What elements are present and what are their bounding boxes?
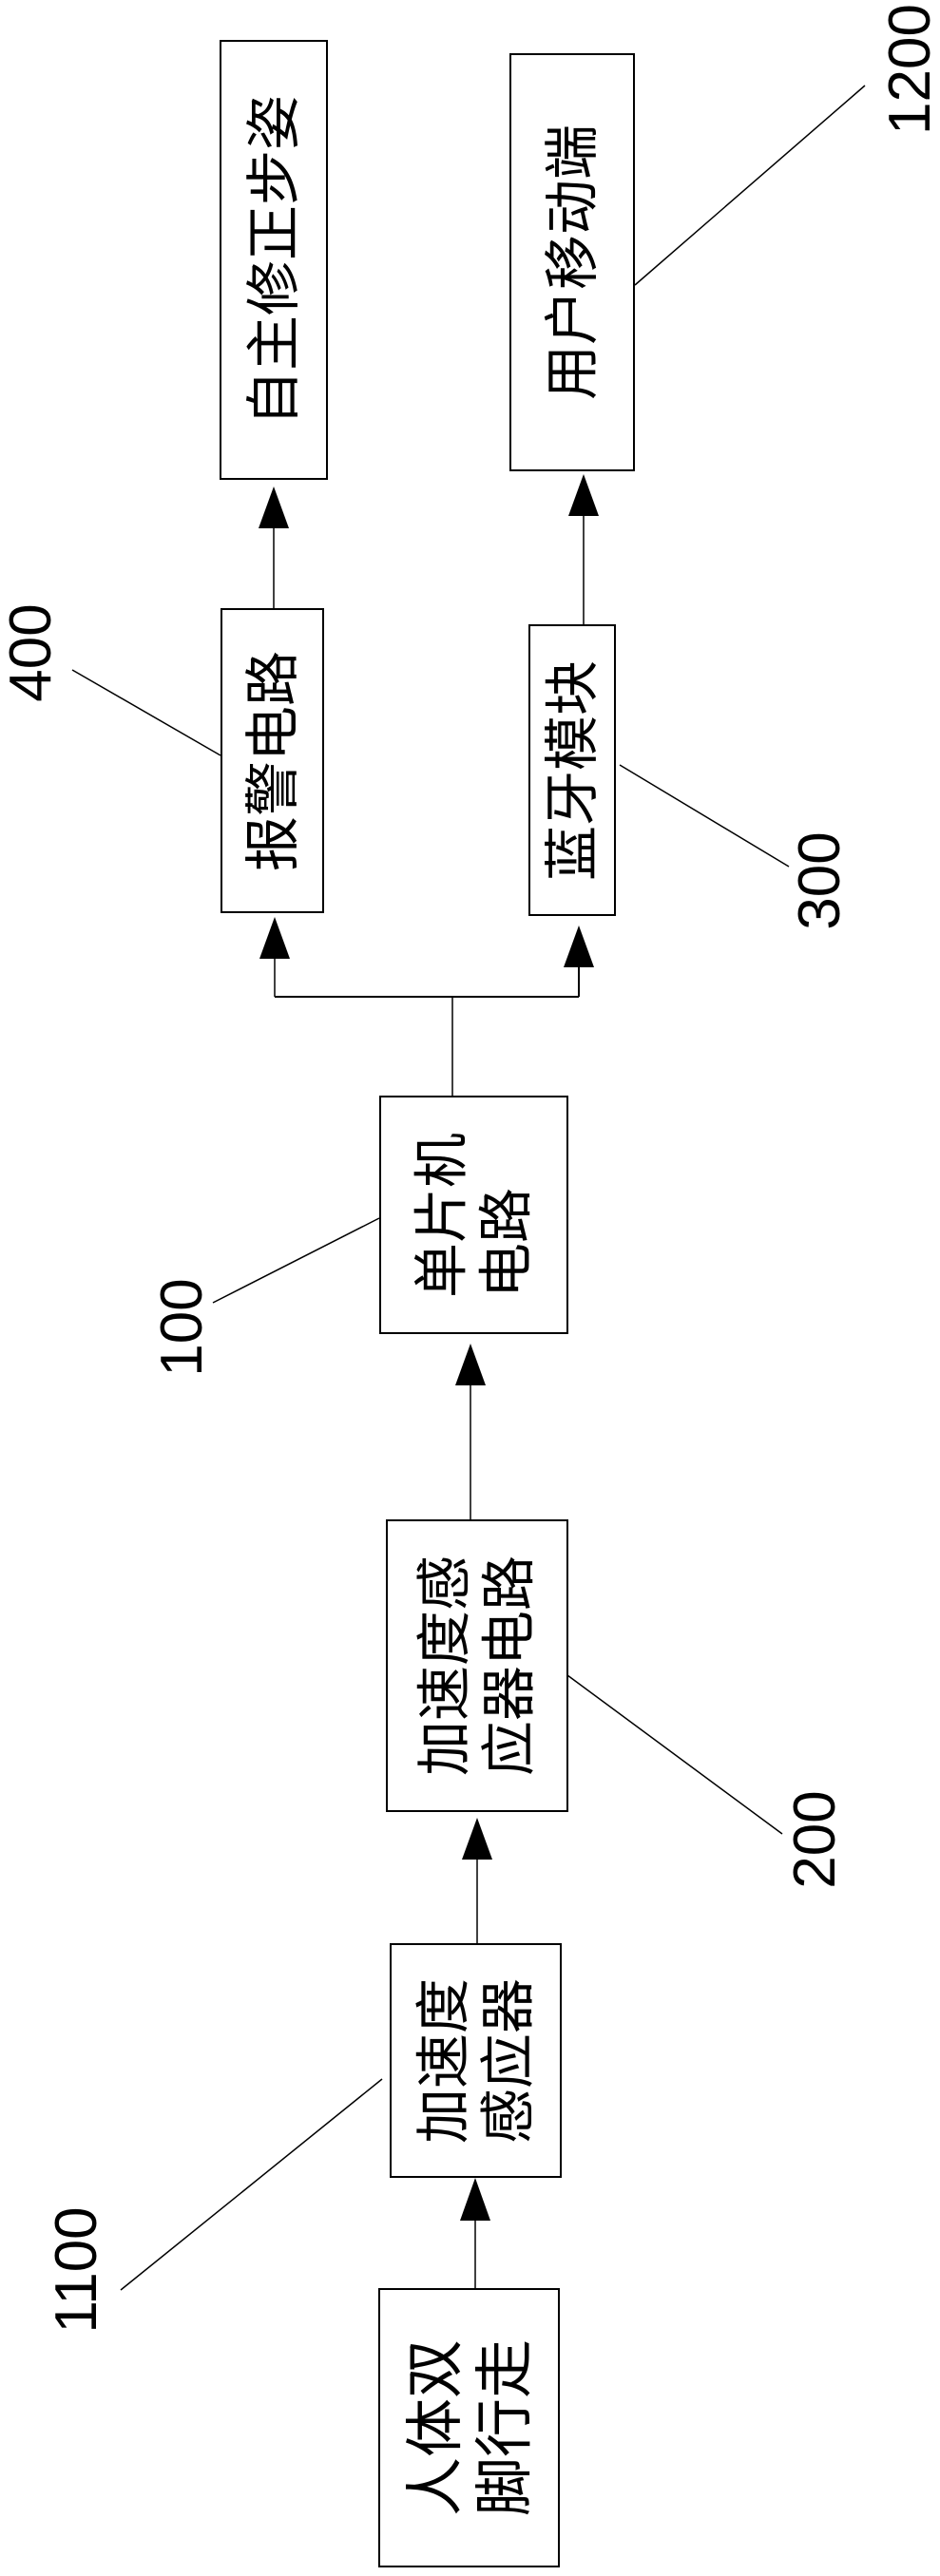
ref-label-1100: 1100 (44, 2206, 109, 2334)
block-human-walking: 人体双 脚行走 (378, 2288, 560, 2567)
leader-line-400 (71, 669, 221, 756)
block-mcu-circuit-line1: 单片机 (409, 1132, 474, 1298)
block-accel-sensor-circuit-line2: 应器电路 (477, 1555, 542, 1777)
arrowhead-correct (259, 487, 289, 528)
ref-label-100: 100 (149, 1278, 215, 1377)
block-accel-sensor-circuit-line1: 加速度感 (412, 1555, 477, 1777)
block-user-mobile-text: 用户移动端 (539, 124, 604, 401)
arrowhead-mcu (455, 1344, 486, 1385)
block-accel-sensor-line1: 加速度 (411, 1977, 476, 2144)
ref-label-1200: 1200 (877, 4, 940, 135)
arrowhead-bt (564, 925, 594, 967)
block-user-mobile: 用户移动端 (509, 53, 635, 471)
block-accel-sensor-line2: 感应器 (475, 1977, 541, 2144)
leader-line-1200 (634, 85, 866, 286)
arrowhead-alarm (259, 917, 290, 959)
leader-line-1100 (120, 2078, 383, 2291)
block-human-walking-line2: 脚行走 (469, 2338, 539, 2517)
block-alarm-circuit: 报警电路 (221, 608, 324, 913)
leader-line-200 (566, 1674, 783, 1835)
block-self-correct-gait-text: 自主修正步姿 (240, 94, 306, 426)
leader-line-100 (212, 1217, 380, 1304)
block-bluetooth-module-text: 蓝牙模块 (539, 659, 604, 881)
leader-line-300 (619, 764, 790, 868)
ref-label-400: 400 (0, 603, 64, 702)
ref-label-200: 200 (782, 1790, 848, 1889)
block-human-walking-line1: 人体双 (399, 2338, 470, 2517)
block-mcu-circuit: 单片机 电路 (379, 1096, 568, 1334)
block-alarm-circuit-text: 报警电路 (240, 650, 305, 871)
block-bluetooth-module: 蓝牙模块 (528, 624, 616, 916)
arrowhead-sensor (460, 2178, 490, 2221)
block-self-correct-gait: 自主修正步姿 (220, 40, 328, 480)
block-accel-sensor: 加速度 感应器 (390, 1943, 562, 2178)
block-mcu-circuit-line2: 电路 (473, 1187, 539, 1298)
arrowhead-mobile (568, 474, 599, 516)
block-accel-sensor-circuit: 加速度感 应器电路 (386, 1519, 568, 1812)
arrowhead-accel-circuit (462, 1818, 492, 1860)
ref-label-300: 300 (787, 831, 853, 930)
